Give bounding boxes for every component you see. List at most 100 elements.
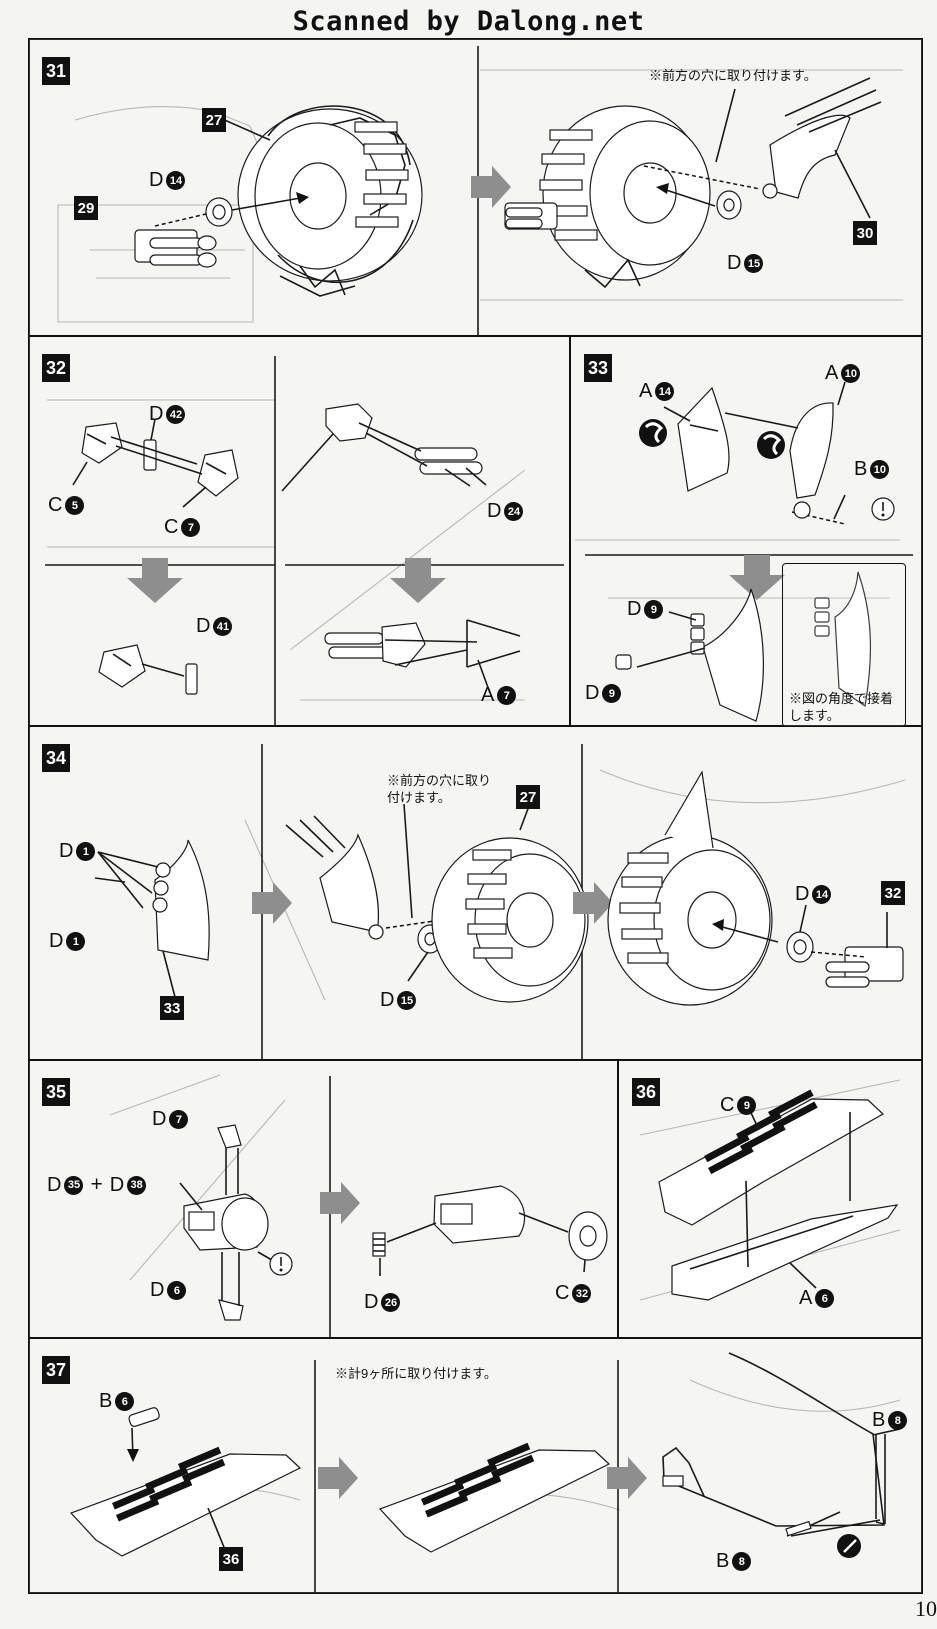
part-number: 7	[181, 518, 201, 537]
part-d9-lower: D 9	[585, 682, 622, 705]
part-letter: D	[196, 615, 211, 637]
part-number: 6	[115, 1392, 135, 1411]
part-letter: D	[150, 1279, 165, 1301]
part-d6-step-35: D 6	[150, 1279, 187, 1302]
part-letter: D	[149, 169, 164, 191]
part-letter: D	[727, 252, 742, 274]
part-letter: D	[47, 1173, 62, 1196]
part-letter: B	[854, 458, 868, 480]
part-number: 1	[76, 842, 96, 861]
part-letter: D	[487, 500, 502, 522]
part-number: 38	[127, 1175, 147, 1195]
part-letter: C	[48, 494, 63, 516]
ref-33-step-34: 33	[160, 996, 184, 1020]
part-letter: D	[149, 403, 164, 425]
part-number: 8	[732, 1552, 752, 1571]
ref-27: 27	[202, 108, 226, 132]
part-d35-plus-d38: D 35 + D 38	[47, 1173, 147, 1197]
part-d42: D 42	[149, 403, 186, 426]
part-number: 1	[66, 932, 86, 951]
part-b10: B 10	[854, 458, 890, 481]
part-number: 41	[213, 617, 233, 636]
part-d1-top: D 1	[59, 840, 96, 863]
part-number: 24	[504, 502, 524, 521]
part-letter: B	[99, 1390, 113, 1412]
part-d15-step-34: D 15	[380, 989, 417, 1012]
scan-credit: Scanned by Dalong.net	[292, 6, 645, 37]
step-36-panel	[618, 1060, 923, 1338]
part-number: 10	[870, 460, 890, 479]
part-c32: C 32	[555, 1282, 592, 1305]
angle-detail-box	[782, 563, 906, 727]
part-c5: C 5	[48, 494, 85, 517]
step-37-number: 37	[42, 1356, 70, 1384]
page-number: 10	[915, 1596, 937, 1621]
part-letter: C	[555, 1282, 570, 1304]
step-32-number: 32	[42, 354, 70, 382]
part-d15: D 15	[727, 252, 764, 275]
part-d1-bottom: D 1	[49, 930, 86, 953]
part-number: 8	[888, 1411, 908, 1430]
part-letter: C	[720, 1094, 735, 1116]
part-letter: D	[364, 1291, 379, 1313]
part-number: 14	[655, 382, 675, 401]
ref-30: 30	[853, 221, 877, 245]
step-34-note: ※前方の穴に取り 付けます。	[387, 773, 492, 805]
part-letter: D	[627, 598, 642, 620]
ref-36: 36	[219, 1547, 243, 1571]
part-d26: D 26	[364, 1291, 401, 1314]
part-a10: A 10	[825, 362, 861, 385]
part-letter: C	[164, 516, 179, 538]
part-number: 9	[644, 600, 664, 619]
part-number: 14	[166, 171, 186, 190]
part-letter: A	[481, 684, 495, 706]
part-d41: D 41	[196, 615, 233, 638]
part-letter: A	[825, 362, 839, 384]
step-32-panel	[28, 336, 570, 726]
part-number: 35	[64, 1175, 84, 1195]
part-a6: A 6	[799, 1287, 835, 1310]
part-number: 26	[381, 1293, 401, 1312]
part-b6: B 6	[99, 1390, 135, 1413]
part-c7: C 7	[164, 516, 201, 539]
part-a7: A 7	[481, 684, 517, 707]
plus-sign: +	[90, 1173, 103, 1196]
part-letter: D	[585, 682, 600, 704]
part-c9: C 9	[720, 1094, 757, 1117]
part-letter: D	[152, 1108, 167, 1130]
part-number: 15	[744, 254, 764, 273]
step-33-number: 33	[584, 354, 612, 382]
part-number: 5	[65, 496, 85, 515]
part-letter: A	[639, 380, 653, 402]
step-36-number: 36	[632, 1078, 660, 1106]
part-letter: A	[799, 1287, 813, 1309]
part-letter: D	[49, 930, 64, 952]
part-number: 7	[497, 686, 517, 705]
part-number: 10	[841, 364, 861, 383]
part-d14: D 14	[149, 169, 186, 192]
part-number: 9	[737, 1096, 757, 1115]
part-number: 15	[397, 991, 417, 1010]
ref-32-step-34: 32	[881, 881, 905, 905]
part-letter: D	[59, 840, 74, 862]
ref-27-step-34: 27	[516, 785, 540, 809]
step-31-note: ※前方の穴に取り付けます。	[649, 68, 817, 83]
part-number: 9	[602, 684, 622, 703]
part-b8-bottom: B 8	[716, 1550, 752, 1573]
part-number: 6	[167, 1281, 187, 1300]
ref-29: 29	[74, 196, 98, 220]
step-31-number: 31	[42, 57, 70, 85]
part-d14-step-34: D 14	[795, 883, 832, 906]
part-number: 42	[166, 405, 186, 424]
part-letter: B	[716, 1550, 730, 1572]
part-number: 32	[572, 1284, 592, 1303]
step-34-number: 34	[42, 744, 70, 772]
part-letter: B	[872, 1409, 886, 1431]
step-37-note: ※計9ヶ所に取り付けます。	[335, 1366, 497, 1381]
step-33-note: ※図の角度で接着 します。	[789, 691, 894, 723]
part-number: 7	[169, 1110, 189, 1129]
part-letter: D	[109, 1173, 125, 1196]
step-35-panel	[28, 1060, 618, 1338]
part-a14: A 14	[639, 380, 675, 403]
step-35-number: 35	[42, 1078, 70, 1106]
